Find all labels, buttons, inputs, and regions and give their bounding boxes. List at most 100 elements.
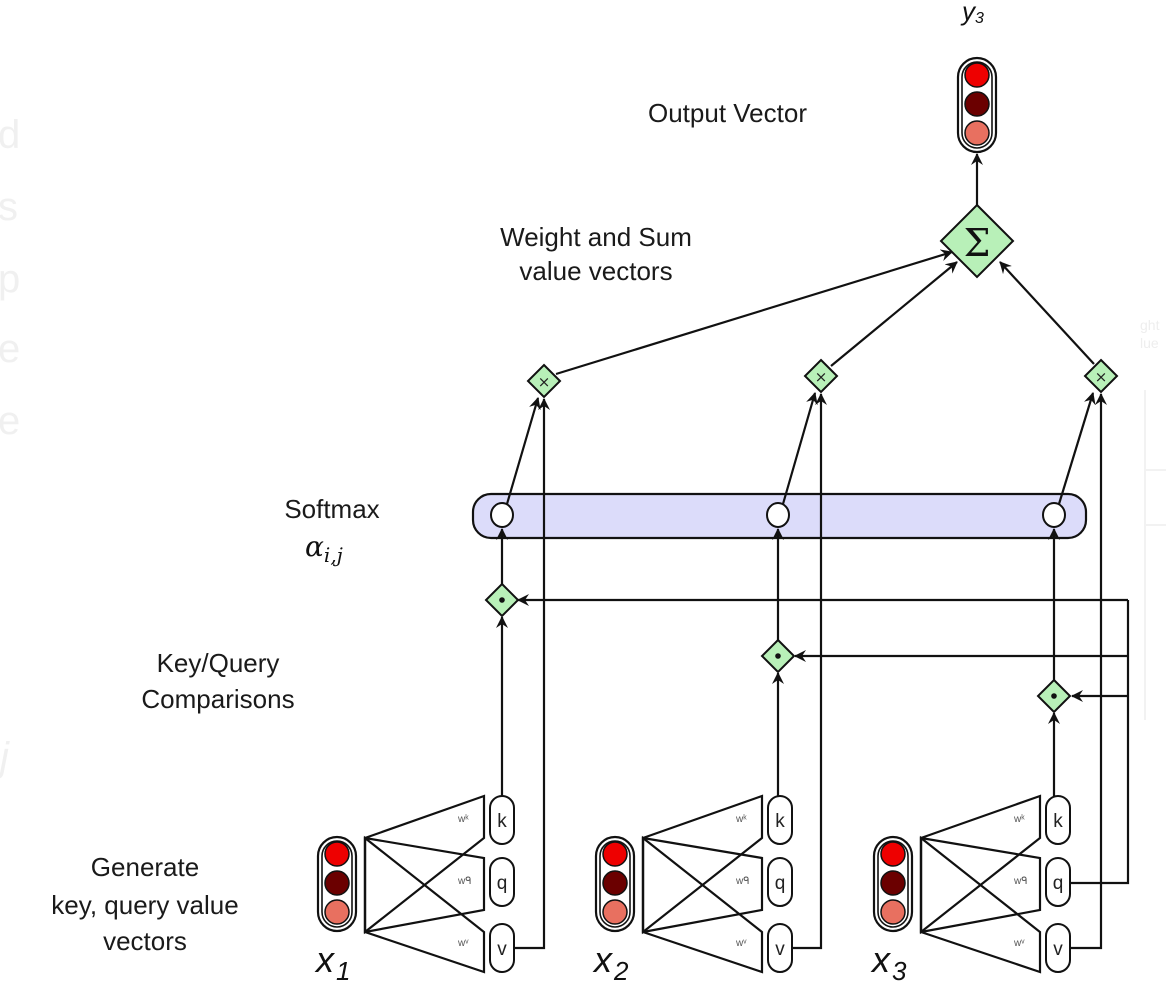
vector-cell [964, 62, 990, 88]
output-label: y3 [960, 0, 984, 27]
output-vector [956, 56, 998, 154]
weight-projection [363, 794, 486, 974]
ghost-letter: e [0, 327, 20, 371]
ghost-word: ght [1140, 317, 1160, 333]
weight-sum-label-line2: value vectors [519, 256, 672, 286]
k-vector [1045, 795, 1071, 845]
output-vector-label: Output Vector [648, 98, 807, 128]
query-route-line [1070, 600, 1130, 885]
v-vector-label: v [1053, 939, 1063, 960]
weight-label-wq: wᑫ [735, 876, 750, 887]
softmax-to-multiply-arrow [781, 392, 818, 505]
weight-label-wk: wᵏ [1013, 814, 1025, 825]
multiply-icon: × [1095, 368, 1108, 386]
input-vector [316, 835, 358, 933]
generate-label-line3: vectors [103, 926, 187, 956]
weight-label-wv: wᵛ [1013, 938, 1025, 949]
ghost-letter: p [0, 257, 20, 301]
vector-cell [880, 870, 906, 896]
dot-product-node [1036, 678, 1072, 714]
softmax-unit [766, 502, 790, 528]
weight-label-wq: wᑫ [457, 876, 472, 887]
vector-cell [602, 841, 628, 867]
q-vector [489, 857, 515, 907]
v-vector [489, 923, 515, 973]
vector-cell [964, 120, 990, 146]
q-vector [767, 857, 793, 907]
v-vector [767, 923, 793, 973]
ghost-word: lue [1140, 335, 1159, 351]
generate-label-line2: key, query value [51, 890, 238, 920]
vector-cell [324, 899, 350, 925]
v-vector [1045, 923, 1071, 973]
vector-cell [880, 841, 906, 867]
weight-sum-label-line1: Weight and Sum [500, 222, 692, 252]
input-blocks: wᵏ wᑫ wᵛ k q v x1 wᵏ wᑫ wᵛ k q v x2 wᵏ wᑫ wᵛ k q v x3 [314, 794, 1071, 986]
v-vector-label: v [775, 939, 785, 960]
softmax-label: Softmax [284, 494, 379, 524]
alpha-label: αi,j [305, 530, 343, 567]
weight-label-wv: wᵛ [735, 938, 747, 949]
sigma-icon: Σ [964, 221, 991, 265]
input-label: x2 [592, 939, 629, 986]
q-vector-label: q [1053, 873, 1064, 894]
vector-cell [602, 870, 628, 896]
q-vector [1045, 857, 1071, 907]
input-vector [872, 835, 914, 933]
dot-icon [499, 597, 505, 603]
ghost-background-text: d s p e e j ght lue [0, 113, 1166, 779]
dot-icon [1051, 693, 1057, 699]
k-vector-label: k [497, 811, 507, 832]
weight-label-wk: wᵏ [457, 814, 469, 825]
k-vector [767, 795, 793, 845]
multiply-node: × [803, 358, 839, 394]
input-label: x1 [314, 939, 350, 986]
vector-cell [964, 91, 990, 117]
kq-label-line1: Key/Query [157, 648, 280, 678]
input-block-2: wᵏ wᑫ wᵛ k q v x2 [592, 794, 793, 986]
multiply-icon: × [815, 368, 828, 386]
multiply-node: × [526, 363, 562, 399]
ghost-letter: d [0, 113, 20, 157]
dot-product-node [484, 582, 520, 618]
dot-product-node [760, 638, 796, 674]
input-block-3: wᵏ wᑫ wᵛ k q v x3 [870, 794, 1071, 986]
q-vector-label: q [497, 873, 508, 894]
weight-label-wv: wᵛ [457, 938, 469, 949]
value-path-2 [792, 393, 827, 950]
multiply-node: × [1083, 358, 1119, 394]
v-vector-label: v [497, 939, 507, 960]
input-vector [594, 835, 636, 933]
k-vector-label: k [1053, 811, 1063, 832]
value-path-1 [514, 398, 550, 950]
weighted-value-arrow [999, 261, 1095, 365]
weight-projection [919, 794, 1042, 974]
value-weight-wedge [363, 835, 486, 974]
softmax-to-multiply-arrow [505, 397, 541, 505]
input-block-1: wᵏ wᑫ wᵛ k q v x1 [314, 794, 515, 986]
weight-label-wk: wᵏ [735, 814, 747, 825]
weight-projection [641, 794, 764, 974]
kq-label-line2: Comparisons [141, 684, 294, 714]
ghost-letter: e [0, 399, 20, 443]
weight-label-wq: wᑫ [1013, 876, 1028, 887]
vector-cell [880, 899, 906, 925]
ghost-letter: j [0, 735, 10, 779]
vector-cell [602, 899, 628, 925]
generate-label-line1: Generate [91, 852, 199, 882]
value-path-3 [1070, 393, 1107, 950]
ghost-letter: s [0, 185, 18, 229]
vector-cell [324, 841, 350, 867]
weighted-value-arrow [555, 249, 953, 376]
k-vector [489, 795, 515, 845]
sum-node: Σ [939, 203, 1015, 279]
softmax-unit [490, 502, 514, 528]
k-vector-label: k [775, 811, 785, 832]
softmax-unit [1042, 502, 1066, 528]
q-vector-label: q [775, 873, 786, 894]
weighted-value-arrow [830, 261, 958, 367]
value-weight-wedge [641, 835, 764, 974]
input-label: x3 [870, 939, 907, 986]
value-weight-wedge [919, 835, 1042, 974]
